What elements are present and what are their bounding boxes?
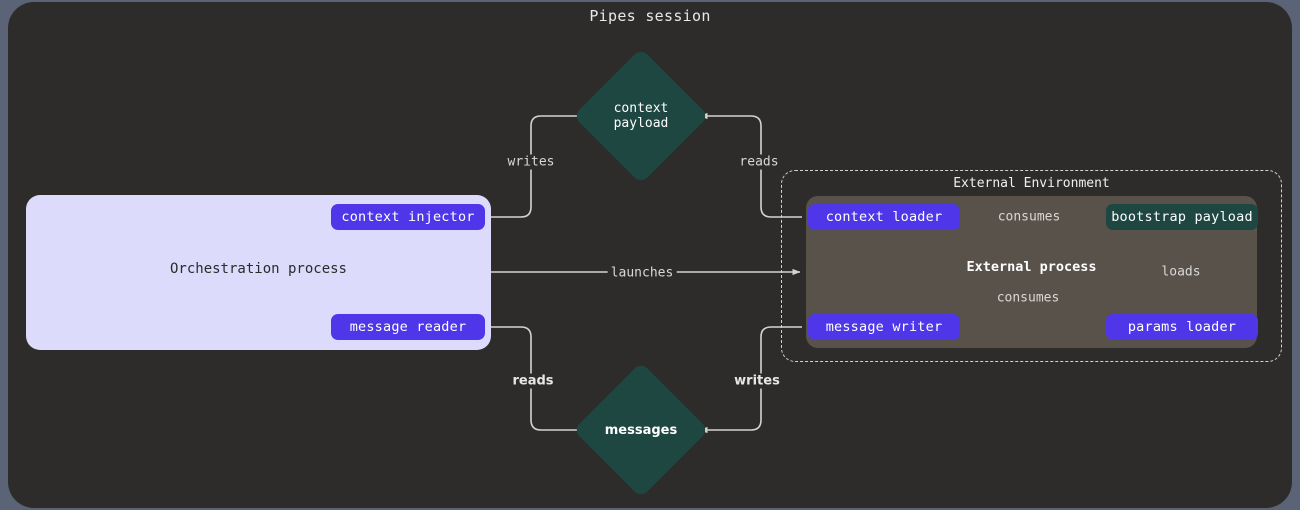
node-params-loader-label: params loader [1127,319,1237,335]
edge-label-reader-reads-messages: reads [509,373,557,389]
orchestration-process-label: Orchestration process [169,261,347,277]
node-message-reader[interactable]: message reader [331,314,485,340]
store-context-payload-line1: context [613,101,669,116]
store-context-payload[interactable]: context payload [573,48,709,184]
edge-label-context-loader-consumes-bootstrap: consumes [994,209,1064,225]
store-context-payload-line2: payload [613,116,669,131]
edge-label-message-writer-consumes-bootstrap: consumes [993,290,1063,306]
node-message-writer-label: message writer [825,319,943,335]
external-environment-boundary [781,170,1282,362]
edge-label-injector-writes-context: writes [504,154,558,170]
external-environment-label: External Environment [953,176,1110,191]
store-messages-line1: messages [604,422,678,438]
page-title: Pipes session [589,7,711,25]
node-context-injector[interactable]: context injector [331,204,485,230]
edge-label-loader-reads-context: reads [736,154,782,170]
node-message-writer[interactable]: message writer [808,314,960,340]
store-messages[interactable]: messages [573,362,709,498]
edge-label-orchestration-launches-external: launches [607,265,677,281]
node-params-loader[interactable]: params loader [1106,314,1258,340]
edge-label-params-loader-loads-bootstrap: loads [1158,264,1204,280]
store-messages-label: messages [579,368,703,492]
node-context-injector-label: context injector [341,209,475,225]
node-bootstrap-payload[interactable]: bootstrap payload [1106,204,1258,230]
node-message-reader-label: message reader [349,319,467,335]
external-process-label: External process [966,259,1097,275]
store-context-payload-label: context payload [579,54,703,178]
node-context-loader-label: context loader [825,209,943,225]
node-context-loader[interactable]: context loader [808,204,960,230]
edge-label-writer-writes-messages: writes [731,373,783,389]
node-bootstrap-payload-label: bootstrap payload [1111,209,1253,225]
